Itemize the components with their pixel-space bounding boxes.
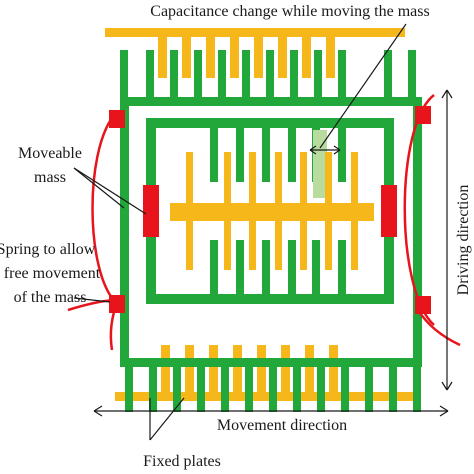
- red-anchors: [109, 106, 431, 314]
- spring-label-line2: free movement: [4, 265, 101, 282]
- top-fixed-comb: [105, 28, 405, 78]
- movement-direction-label: Movement direction: [217, 417, 347, 434]
- bottom-fixed-comb: [115, 345, 415, 401]
- annotation-lines: [73, 23, 453, 441]
- central-fixed-comb: [170, 152, 374, 270]
- moveable-mass-label-line2: mass: [34, 169, 66, 186]
- fixed-plates-label: Fixed plates: [143, 453, 221, 470]
- spring-label-line3: of the mass: [14, 289, 87, 306]
- moveable-mass-label-line1: Moveable: [18, 145, 82, 162]
- outer-moveable-frame: [120, 50, 422, 412]
- driving-direction-label: Driving direction: [455, 185, 472, 296]
- spring-label-line1: Spring to allow: [0, 241, 96, 258]
- capacitance-label: Capacitance change while moving the mass: [150, 3, 429, 20]
- capacitance-highlight: [313, 130, 327, 198]
